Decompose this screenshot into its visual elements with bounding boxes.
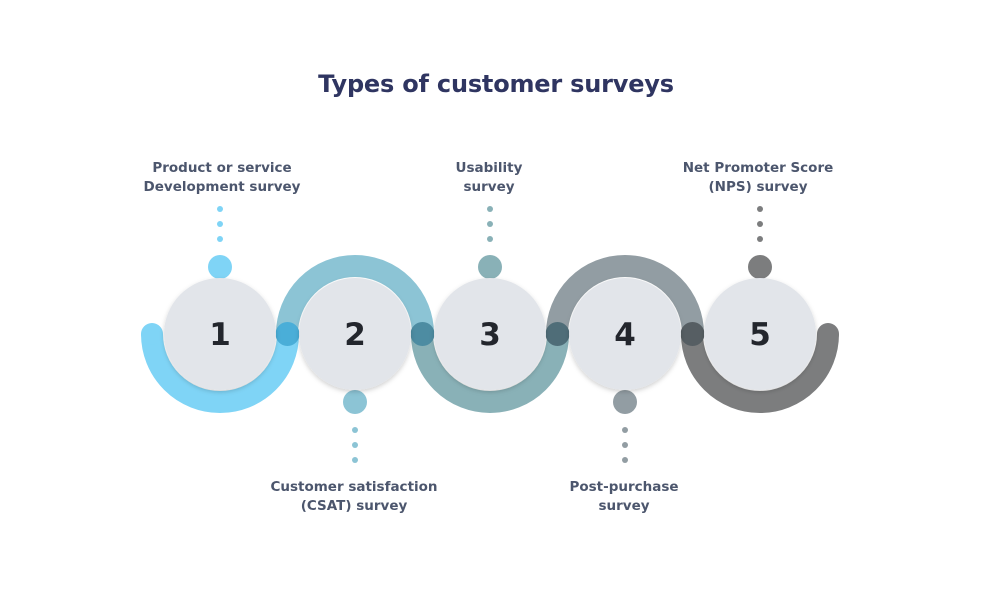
step-2-number: 2: [344, 317, 366, 353]
step-1-dot-3: [217, 236, 223, 242]
step-5-dot-1: [757, 206, 763, 212]
step-1-number: 1: [209, 317, 231, 353]
step-3-arc: [411, 333, 569, 413]
step-5-label: Net Promoter Score (NPS) survey: [658, 159, 858, 197]
connector-arcs: [141, 255, 839, 413]
step-4-node: [613, 390, 637, 414]
step-2-dot-3: [352, 457, 358, 463]
step-2-node: [343, 390, 367, 414]
joint-1-2: [275, 322, 300, 346]
step-3-number: 3: [479, 317, 501, 353]
joint-2-3: [410, 322, 435, 346]
step-1-dot-2: [217, 221, 223, 227]
step-5-circle: [704, 278, 816, 390]
step-1-arc-end: [141, 323, 163, 345]
arc-joints: [275, 322, 705, 346]
step-4-dot-1: [622, 427, 628, 433]
step-5-label-line1: Net Promoter Score: [682, 160, 834, 176]
step-1-dot-1: [217, 206, 223, 212]
step-4-label-line2: survey: [598, 498, 650, 514]
step-1-label-line1: Product or service: [152, 160, 292, 176]
step-2-dot-2: [352, 442, 358, 448]
step-5-arc-end: [817, 323, 839, 345]
step-1-label-line2: Development survey: [143, 179, 301, 195]
step-2-label: Customer satisfaction (CSAT) survey: [254, 478, 454, 516]
step-5-arc: [681, 333, 839, 413]
step-2-arc: [276, 255, 434, 335]
step-5-node: [748, 255, 772, 279]
step-5-number: 5: [749, 317, 771, 353]
step-4-number: 4: [614, 317, 636, 353]
step-5-dot-3: [757, 236, 763, 242]
step-4-circle: [569, 278, 681, 390]
step-1-node: [208, 255, 232, 279]
joint-4-5: [680, 322, 705, 346]
step-2-label-line1: Customer satisfaction: [270, 479, 438, 495]
step-3-circle: [434, 278, 546, 390]
step-1-circle: [164, 278, 276, 390]
step-3-label-line1: Usability: [455, 160, 523, 176]
step-3-dot-1: [487, 206, 493, 212]
step-4-dot-3: [622, 457, 628, 463]
step-4-arc: [546, 255, 704, 335]
step-3-node: [478, 255, 502, 279]
dotted-connectors: [208, 206, 772, 463]
step-5-dot-2: [757, 221, 763, 227]
step-3-label: Usability survey: [389, 159, 589, 197]
step-5-label-line2: (NPS) survey: [708, 179, 808, 195]
step-2-dot-1: [352, 427, 358, 433]
step-3-label-line2: survey: [463, 179, 515, 195]
joint-3-4: [545, 322, 570, 346]
step-3-dot-2: [487, 221, 493, 227]
step-1-arc: [141, 333, 299, 413]
step-1-label: Product or service Development survey: [122, 159, 322, 197]
step-3-dot-3: [487, 236, 493, 242]
step-4-dot-2: [622, 442, 628, 448]
page-title: Types of customer surveys: [318, 70, 674, 98]
step-2-label-line2: (CSAT) survey: [300, 498, 408, 514]
step-circles: 1 2 3 4 5: [164, 278, 816, 390]
step-2-circle: [299, 278, 411, 390]
step-4-label: Post-purchase survey: [524, 478, 724, 516]
step-4-label-line1: Post-purchase: [569, 479, 679, 495]
